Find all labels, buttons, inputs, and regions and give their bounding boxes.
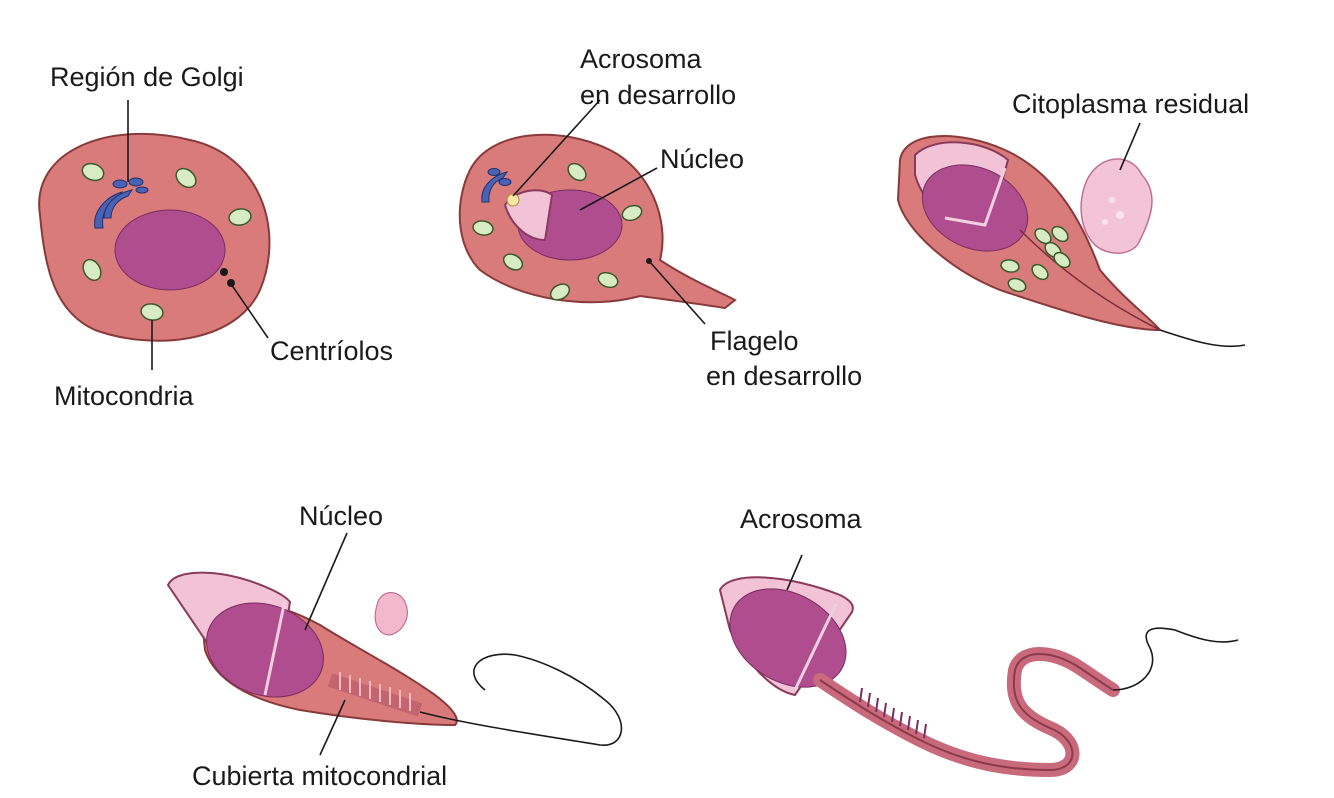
label-mitochondria: Mitocondria — [54, 381, 195, 411]
label-flagellum-2: en desarrollo — [706, 361, 862, 391]
label-golgi-region: Región de Golgi — [50, 62, 244, 92]
label-acrosome-developing-1: Acrosoma — [580, 44, 703, 74]
label-residual-cytoplasm: Citoplasma residual — [1012, 89, 1249, 119]
label-centrioles: Centríolos — [270, 336, 393, 366]
label-acrosome-developing-2: en desarrollo — [580, 80, 736, 110]
label-nucleus-top: Núcleo — [660, 144, 744, 174]
label-acrosome: Acrosoma — [740, 504, 863, 534]
stage-1-spermatid — [39, 100, 269, 370]
label-nucleus-bottom: Núcleo — [299, 501, 383, 531]
stage-3-spermatid — [898, 123, 1245, 346]
label-mito-sheath: Cubierta mitocondrial — [192, 761, 447, 791]
stage-2-spermatid — [460, 100, 735, 324]
stage-4-spermatid — [168, 533, 621, 755]
label-flagellum-1: Flagelo — [710, 326, 799, 356]
residual-cytoplasm — [1081, 159, 1152, 253]
residual-body — [375, 593, 407, 635]
stage-5-spermatozoon — [712, 555, 1238, 770]
